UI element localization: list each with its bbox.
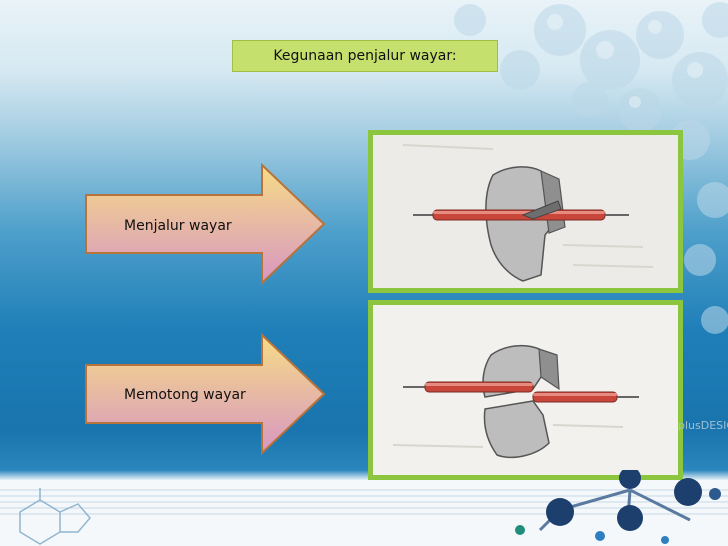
footer-decoration	[0, 470, 728, 546]
wire-cutter-illustration	[373, 305, 678, 475]
wire-stripper-illustration	[373, 135, 678, 288]
slide-title: Kegunaan penjalur wayar:	[232, 40, 498, 72]
arrow-shape-cut	[85, 333, 326, 455]
arrow-label-strip: Menjalur wayar	[124, 218, 232, 234]
arrow-label-cut: Memotong wayar	[124, 387, 246, 403]
photo-wire-cutting	[368, 300, 683, 480]
photo-wire-stripping	[368, 130, 683, 293]
chemical-structure-icon	[19, 488, 91, 545]
molecule-icon	[515, 470, 721, 544]
arrow-shape-strip	[85, 163, 326, 285]
brand-watermark: plusDESIG	[678, 419, 728, 432]
